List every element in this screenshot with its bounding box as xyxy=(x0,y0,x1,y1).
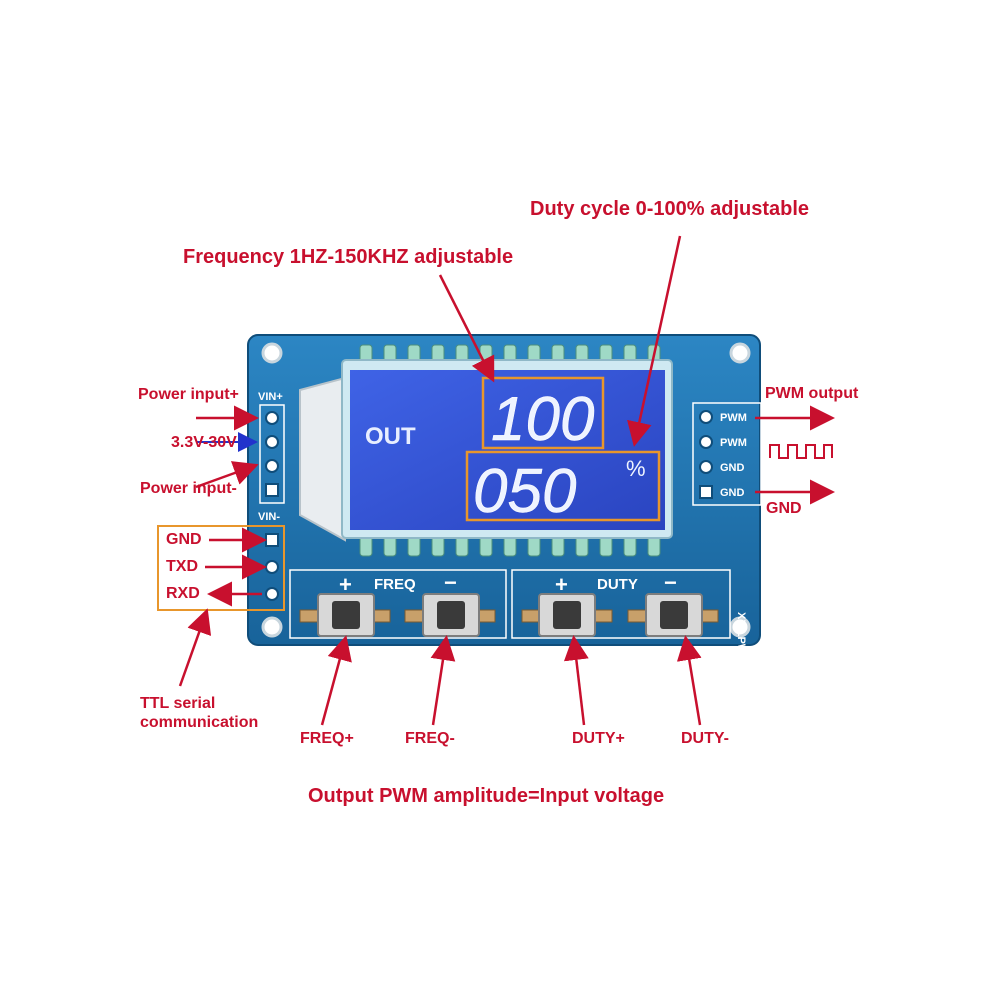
lcd-percent-sign: % xyxy=(626,456,646,481)
gnd-serial-label: GND xyxy=(166,531,202,548)
freq-minus-sign: − xyxy=(444,570,457,595)
vin-plus-label: VIN+ xyxy=(258,391,283,403)
mounting-hole xyxy=(261,616,283,638)
pin-pad xyxy=(699,435,713,449)
duty-arrow xyxy=(627,235,682,447)
amplitude-note: Output PWM amplitude=Input voltage xyxy=(308,785,665,807)
voltage-range-label: 3.3V-30V xyxy=(171,434,237,451)
pin-label-gnd-1: GND xyxy=(720,462,745,474)
pin-pad-square xyxy=(265,483,279,497)
duty-cycle-annotation: Duty cycle 0-100% adjustable xyxy=(530,198,810,220)
frequency-arrow xyxy=(438,274,495,383)
vin-minus-label: VIN- xyxy=(258,511,280,523)
freq-group-label: FREQ xyxy=(374,576,416,593)
pin-pad-square xyxy=(699,485,713,499)
pin-pad xyxy=(265,411,279,425)
freq-minus-arrow xyxy=(430,635,456,726)
frequency-highlight-box xyxy=(481,376,605,450)
serial-pad-txd xyxy=(265,560,279,574)
duty-button-group xyxy=(511,569,731,639)
mounting-hole xyxy=(729,616,751,638)
serial-highlight-box xyxy=(157,525,285,611)
annotation-arrows xyxy=(178,235,835,726)
rxd-label: RXD xyxy=(166,585,200,602)
output-header xyxy=(692,402,762,506)
pin-label-gnd-2: GND xyxy=(720,487,745,499)
txd-label: TXD xyxy=(166,558,198,575)
ttl-serial-label: TTL serial communication xyxy=(140,695,259,731)
freq-plus-sign: + xyxy=(339,572,352,597)
gnd-output-label: GND xyxy=(766,500,802,517)
power-input-minus-label: Power input- xyxy=(140,480,237,497)
mounting-hole xyxy=(729,342,751,364)
duty-minus-label: DUTY- xyxy=(681,730,729,747)
duty-minus-arrow xyxy=(676,635,702,726)
freq-button-group xyxy=(289,569,507,639)
lcd-duty-value: 050 xyxy=(473,457,576,526)
duty-minus-sign: − xyxy=(664,570,677,595)
duty-minus-button[interactable] xyxy=(627,593,719,637)
square-wave-icon xyxy=(769,444,833,459)
serial-pad-gnd xyxy=(265,533,279,547)
pin-pad xyxy=(699,410,713,424)
pin-pad xyxy=(699,460,713,474)
pcb-board: OUT 100 050 % VIN+ VIN- PWM PWM GND GND … xyxy=(247,334,762,663)
pin-label-pwm-1: PWM xyxy=(720,412,747,424)
pin-pad xyxy=(265,459,279,473)
duty-plus-arrow xyxy=(563,635,589,726)
mounting-hole xyxy=(261,342,283,364)
lcd-frequency-value: 100 xyxy=(491,385,594,454)
frequency-annotation: Frequency 1HZ-150KHZ adjustable xyxy=(183,246,514,268)
pwm-output-label: PWM output xyxy=(765,385,859,402)
duty-highlight-box xyxy=(465,450,661,522)
freq-plus-button[interactable] xyxy=(299,593,391,637)
lcd-bezel xyxy=(299,376,346,542)
pin-pad xyxy=(265,435,279,449)
freq-plus-label: FREQ+ xyxy=(300,730,354,747)
duty-plus-sign: + xyxy=(555,572,568,597)
power-header xyxy=(259,404,285,504)
ttl-arrow xyxy=(178,608,212,687)
freq-minus-label: FREQ- xyxy=(405,730,455,747)
duty-plus-label: DUTY+ xyxy=(572,730,625,747)
power-minus-arrow xyxy=(195,461,259,489)
freq-minus-button[interactable] xyxy=(404,593,496,637)
model-label: XY-LPWM xyxy=(735,612,747,663)
pin-label-pwm-2: PWM xyxy=(720,437,747,449)
duty-group-label: DUTY xyxy=(597,576,638,593)
lcd-out-label: OUT xyxy=(365,423,416,450)
serial-pad-rxd xyxy=(265,587,279,601)
lcd-screen xyxy=(350,370,665,530)
freq-plus-arrow xyxy=(320,635,352,726)
power-input-plus-label: Power input+ xyxy=(138,386,239,403)
